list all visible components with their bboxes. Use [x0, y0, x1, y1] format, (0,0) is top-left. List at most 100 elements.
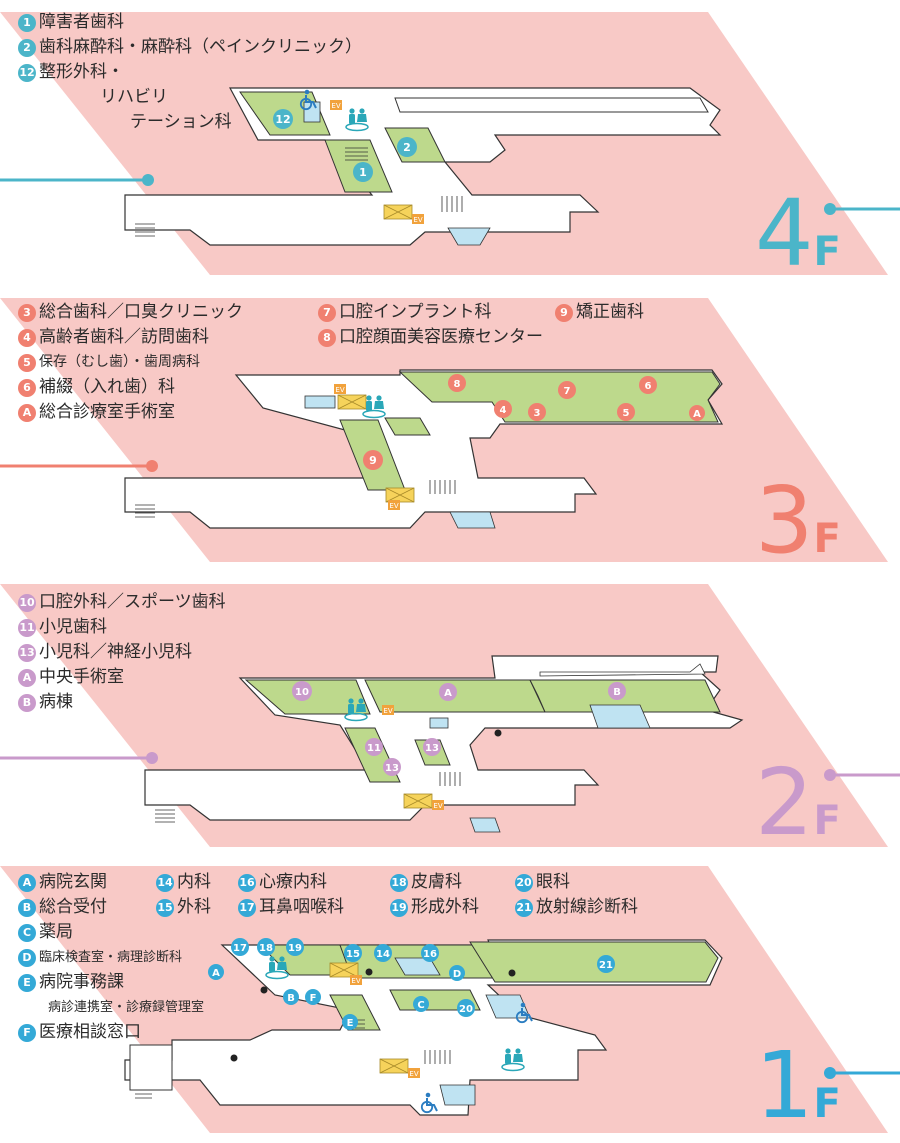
- marker-5: 5: [617, 403, 635, 421]
- marker-4: 4: [494, 400, 512, 418]
- marker-11-label: 11: [367, 743, 381, 754]
- legend-text: 歯科麻酔科・麻酔科（ペインクリニック）: [39, 37, 362, 57]
- legend-text: リハビリ: [100, 87, 168, 107]
- marker-21: 21: [597, 955, 615, 973]
- ev-label-box-4f-b: [330, 100, 342, 110]
- floor-label-1f: 1F: [755, 1040, 841, 1132]
- legend-text: 外科: [177, 897, 211, 917]
- point-marker-2f: [494, 729, 502, 737]
- legend-text: 病院玄関: [39, 872, 107, 892]
- marker-16: 16: [421, 944, 439, 962]
- badge-c: C: [18, 923, 36, 942]
- legend-item: 病診連携室・診療録管理室: [18, 995, 204, 1020]
- marker-f-1f-label: F: [310, 993, 317, 1004]
- ev-label-box-3f: [388, 500, 400, 510]
- legend-text: 病院事務課: [39, 972, 124, 992]
- badge-1: 1: [18, 13, 36, 32]
- marker-a-1f: A: [208, 964, 224, 980]
- marker-d-1f: D: [449, 965, 465, 981]
- badge-20: 20: [515, 873, 533, 892]
- badge-4: 4: [18, 328, 36, 347]
- marker-16-label: 16: [423, 949, 437, 960]
- marker-b-2f: B: [608, 682, 626, 700]
- marker-4-label: 4: [500, 405, 507, 416]
- marker-14-label: 14: [376, 949, 390, 960]
- marker-12: 12: [273, 109, 293, 129]
- badge-e: E: [18, 973, 36, 992]
- ev-label-3f: EV: [389, 502, 398, 510]
- floor-dot-1f: [824, 1067, 836, 1079]
- marker-14: 14: [374, 944, 392, 962]
- floor-2f: EV EV 10 A B 11 13 13: [0, 584, 900, 847]
- badge-19: 19: [390, 898, 408, 917]
- marker-3: 3: [528, 403, 546, 421]
- elevator-2f: [403, 793, 433, 809]
- legend-text: 中央手術室: [39, 667, 124, 687]
- badge-6: 6: [18, 378, 36, 397]
- badge-11: 11: [18, 618, 36, 637]
- legend-text: 整形外科・: [39, 62, 124, 82]
- marker-c-1f: C: [413, 996, 429, 1012]
- floor-number-3f: 3: [755, 467, 814, 574]
- elevator-4f: [383, 204, 413, 220]
- legend-text: 口腔外科／スポーツ歯科: [39, 592, 226, 612]
- legend-text: 保存（むし歯）・歯周病科: [39, 354, 200, 370]
- elevator-1f-b: [329, 962, 359, 978]
- legend-text: 皮膚科: [411, 872, 462, 892]
- floor-number-2f: 2: [755, 749, 814, 856]
- ev-label-1f-b: EV: [351, 977, 360, 985]
- marker-7-label: 7: [564, 386, 571, 397]
- marker-9: 9: [363, 450, 383, 470]
- floor-label-2f: 2F: [755, 757, 841, 849]
- marker-a-3f: A: [689, 405, 705, 421]
- marker-a-3f-label: A: [693, 409, 701, 420]
- marker-f-1f: F: [305, 989, 321, 1005]
- badge-7: 7: [318, 303, 336, 322]
- badge-18: 18: [390, 873, 408, 892]
- legend-text: 形成外科: [411, 897, 479, 917]
- legend-text: 矯正歯科: [576, 302, 644, 322]
- marker-3-label: 3: [534, 408, 541, 419]
- marker-18-label: 18: [259, 943, 273, 954]
- floor-number-1f: 1: [755, 1032, 814, 1139]
- marker-a-2f-label: A: [444, 688, 452, 699]
- marker-b-1f-label: B: [287, 993, 295, 1004]
- marker-11: 11: [365, 738, 383, 756]
- marker-13b: 13: [383, 758, 401, 776]
- marker-6: 6: [639, 376, 657, 394]
- marker-9-label: 9: [369, 454, 377, 467]
- badge-2: 2: [18, 38, 36, 57]
- legend-text: 薬局: [39, 922, 73, 942]
- badge-b: B: [18, 898, 36, 917]
- marker-18: 18: [257, 938, 275, 956]
- badge-12: 12: [18, 63, 36, 82]
- legend-item: テーション科: [18, 110, 362, 135]
- marker-19: 19: [286, 938, 304, 956]
- floor-1f: EV EV 17 18 19 15 14 16 21 A D B F C 20 …: [0, 866, 900, 1133]
- legend-text: 総合歯科／口臭クリニック: [39, 302, 243, 322]
- legend-text: 口腔インプラント科: [339, 302, 492, 322]
- marker-a-2f: A: [439, 683, 457, 701]
- marker-8-label: 8: [454, 379, 461, 390]
- badge-9: 9: [555, 303, 573, 322]
- legend-text: 病棟: [39, 692, 73, 712]
- floor-4f: EV EV 12 1 2: [0, 12, 900, 275]
